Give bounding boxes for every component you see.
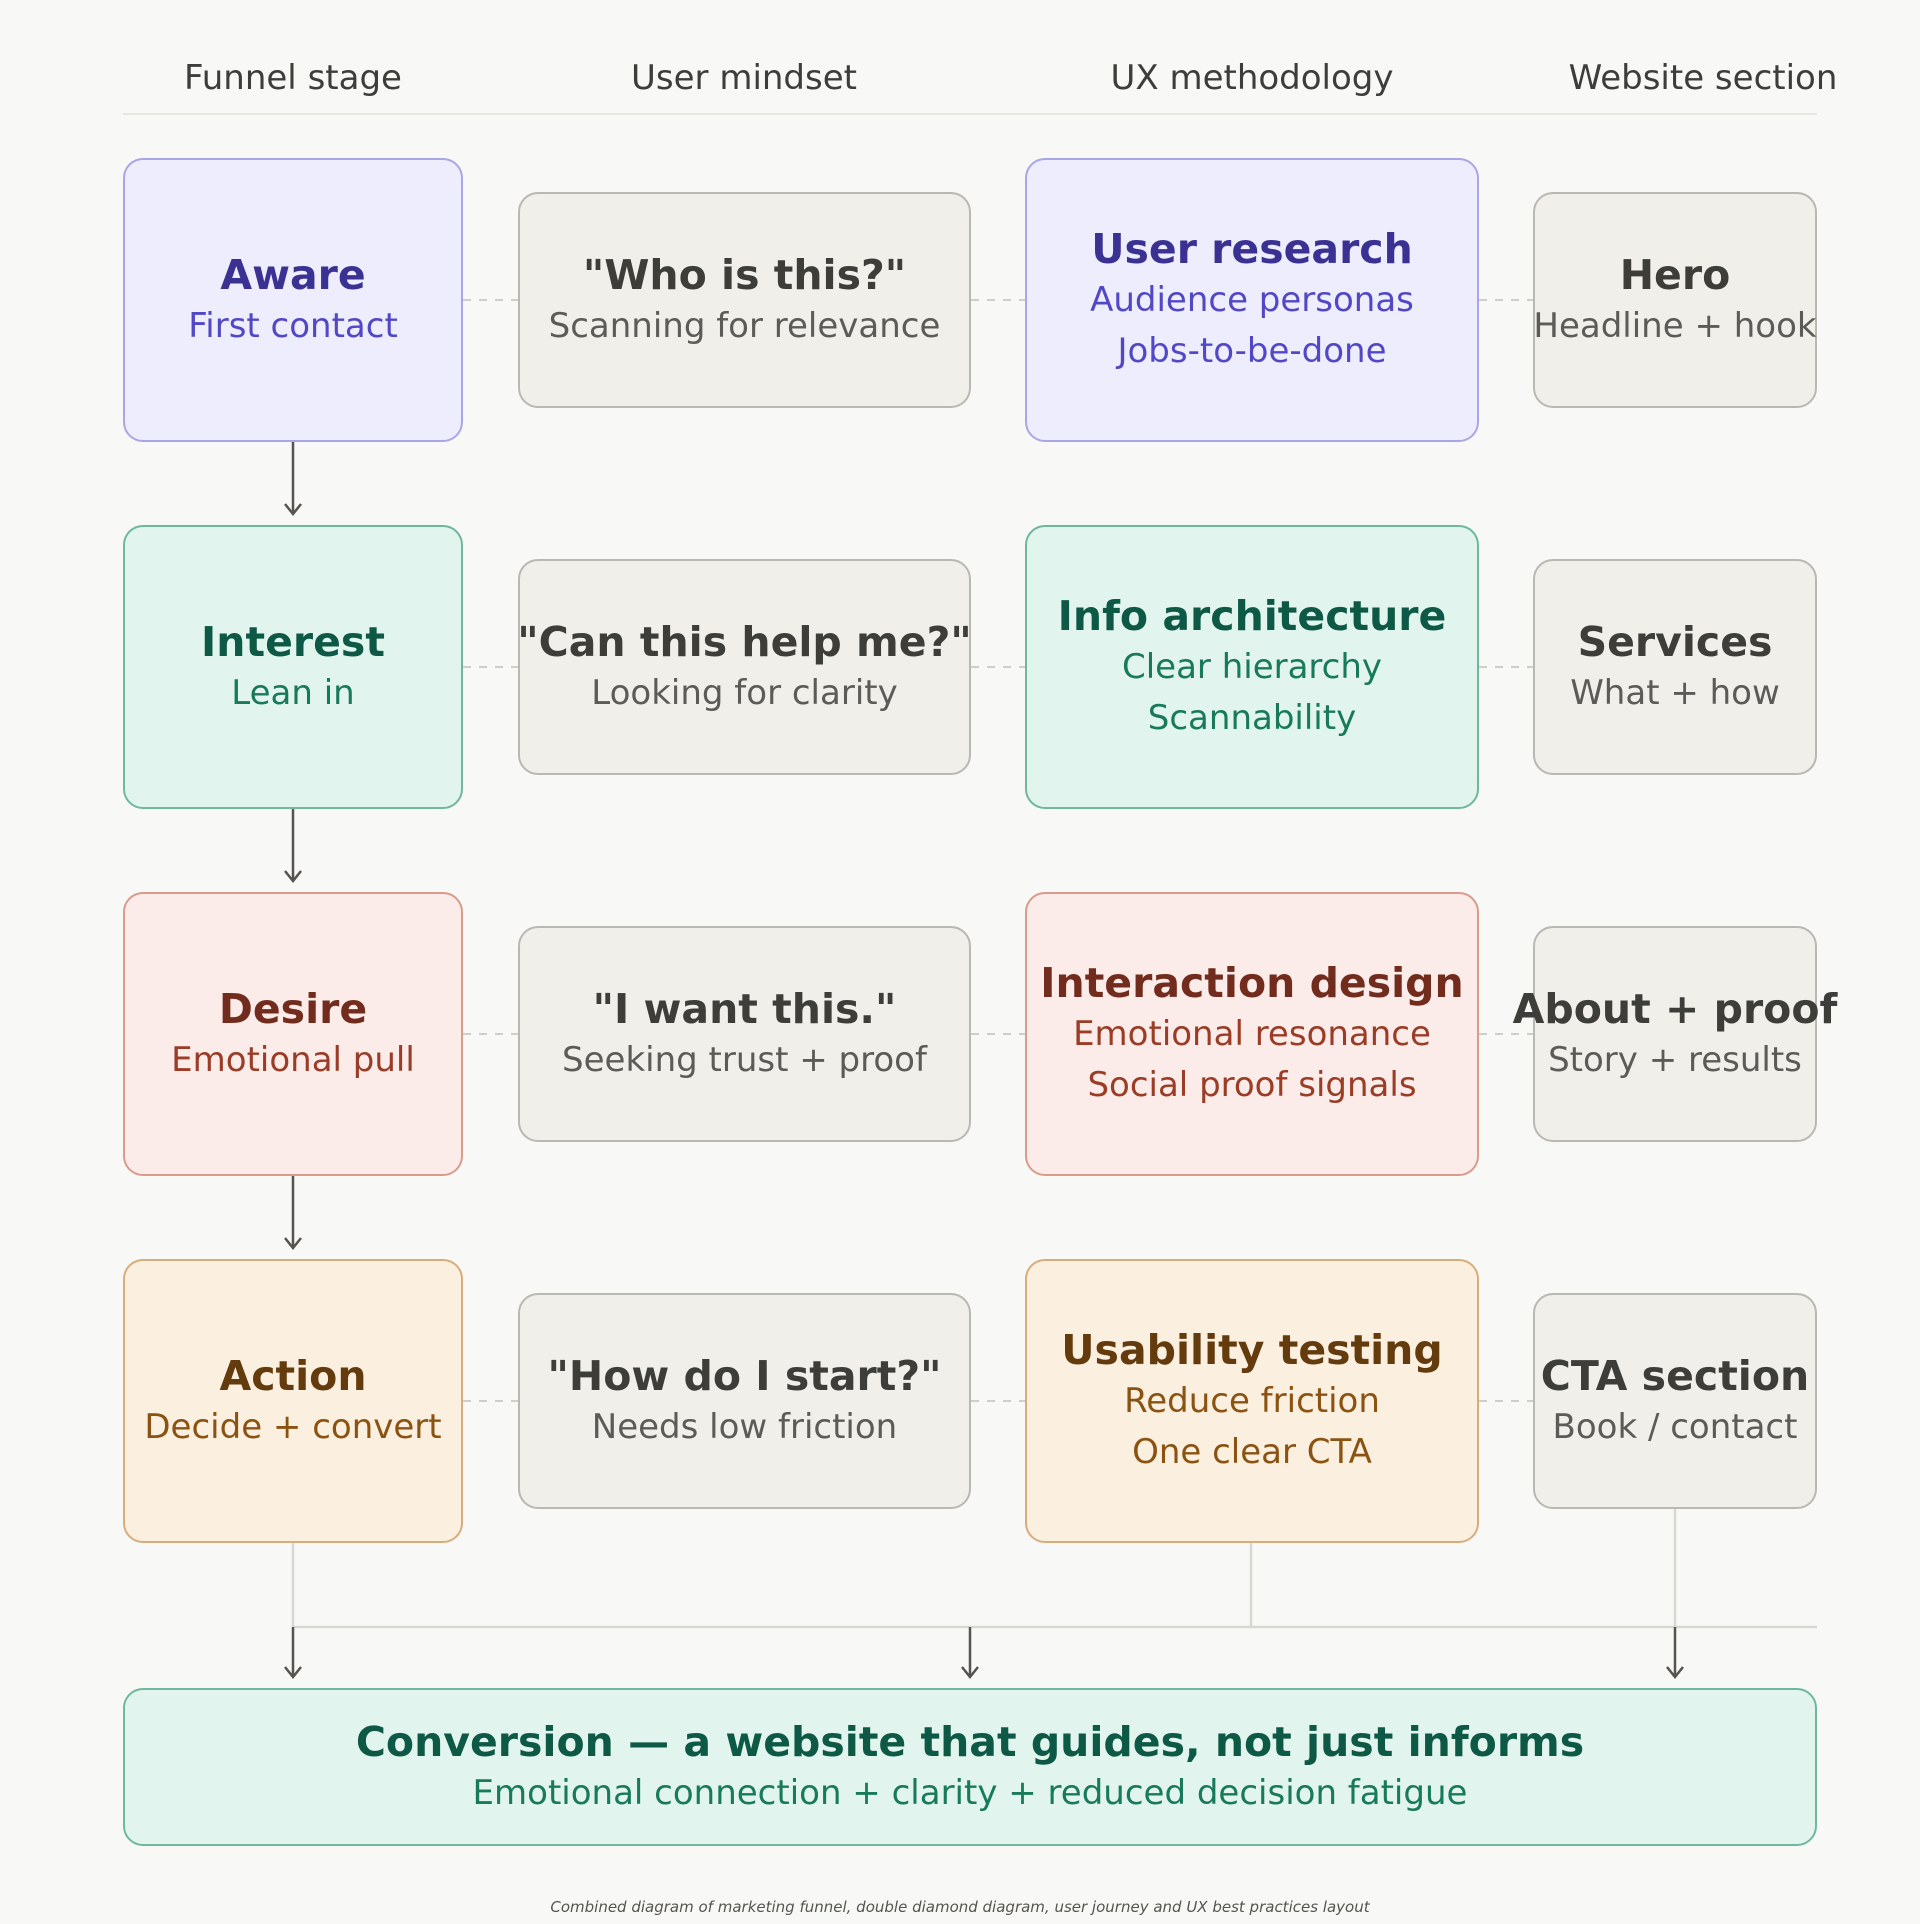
section-subtitle: Headline + hook (1533, 305, 1817, 346)
method-line: One clear CTA (1132, 1432, 1372, 1472)
stage-subtitle: Decide + convert (144, 1406, 442, 1447)
stage-action: Action Decide + convert (123, 1259, 463, 1543)
column-header-user-mindset: User mindset (631, 58, 857, 98)
stage-interest: Interest Lean in (123, 525, 463, 809)
section-subtitle: Story + results (1548, 1039, 1802, 1080)
section-hero: Hero Headline + hook (1533, 192, 1817, 408)
stage-desire: Desire Emotional pull (123, 892, 463, 1176)
section-title: About + proof (1512, 984, 1838, 1033)
stage-subtitle: First contact (188, 305, 398, 346)
stage-subtitle: Emotional pull (171, 1039, 415, 1080)
stage-title: Action (219, 1351, 367, 1400)
section-subtitle: What + how (1570, 672, 1780, 713)
mindset-subtitle: Needs low friction (591, 1406, 898, 1447)
method-line: Reduce friction (1124, 1381, 1380, 1421)
conversion-box: Conversion — a website that guides, not … (123, 1688, 1817, 1846)
section-title: Hero (1619, 250, 1731, 299)
section-services: Services What + how (1533, 559, 1817, 775)
mindset-subtitle: Looking for clarity (591, 672, 898, 713)
stage-subtitle: Lean in (231, 672, 355, 713)
mindset-can-this-help: "Can this help me?" Looking for clarity (517, 559, 972, 775)
figure-caption: Combined diagram of marketing funnel, do… (550, 1898, 1370, 1916)
stage-title: Aware (220, 250, 366, 299)
method-user-research: User research Audience personas Jobs-to-… (1025, 158, 1479, 442)
section-about-proof: About + proof Story + results (1513, 926, 1837, 1142)
column-header-ux-methodology: UX methodology (1110, 58, 1394, 98)
method-title: Info architecture (1057, 592, 1447, 640)
conversion-title: Conversion — a website that guides, not … (355, 1717, 1585, 1766)
stage-title: Interest (201, 617, 385, 666)
method-usability-testing: Usability testing Reduce friction One cl… (1025, 1259, 1479, 1543)
method-line: Jobs-to-be-done (1117, 331, 1387, 371)
mindset-title: "Can this help me?" (517, 617, 972, 666)
section-subtitle: Book / contact (1552, 1406, 1798, 1447)
column-header-funnel-stage: Funnel stage (184, 58, 402, 98)
mindset-who-is-this: "Who is this?" Scanning for relevance (518, 192, 971, 408)
method-info-architecture: Info architecture Clear hierarchy Scanna… (1025, 525, 1479, 809)
mindset-title: "How do I start?" (547, 1351, 942, 1400)
column-header-website-section: Website section (1568, 58, 1838, 98)
method-title: User research (1091, 225, 1413, 273)
section-title: Services (1577, 617, 1773, 666)
method-line: Emotional resonance (1073, 1014, 1431, 1054)
mindset-title: "Who is this?" (582, 250, 907, 299)
mindset-title: "I want this." (592, 984, 897, 1033)
method-line: Clear hierarchy (1121, 647, 1383, 687)
stage-title: Desire (218, 984, 368, 1033)
method-line: Scannability (1147, 698, 1357, 738)
method-title: Interaction design (1040, 959, 1464, 1007)
method-title: Usability testing (1061, 1326, 1443, 1374)
header-divider (123, 113, 1817, 115)
mindset-subtitle: Seeking trust + proof (562, 1039, 927, 1080)
mindset-how-do-i-start: "How do I start?" Needs low friction (518, 1293, 971, 1509)
mindset-i-want-this: "I want this." Seeking trust + proof (518, 926, 971, 1142)
conversion-subtitle: Emotional connection + clarity + reduced… (472, 1772, 1468, 1813)
stage-aware: Aware First contact (123, 158, 463, 442)
section-cta: CTA section Book / contact (1533, 1293, 1817, 1509)
mindset-subtitle: Scanning for relevance (548, 305, 941, 346)
method-line: Audience personas (1090, 280, 1414, 320)
method-line: Social proof signals (1087, 1065, 1417, 1105)
section-title: CTA section (1540, 1351, 1810, 1400)
method-interaction-design: Interaction design Emotional resonance S… (1025, 892, 1479, 1176)
